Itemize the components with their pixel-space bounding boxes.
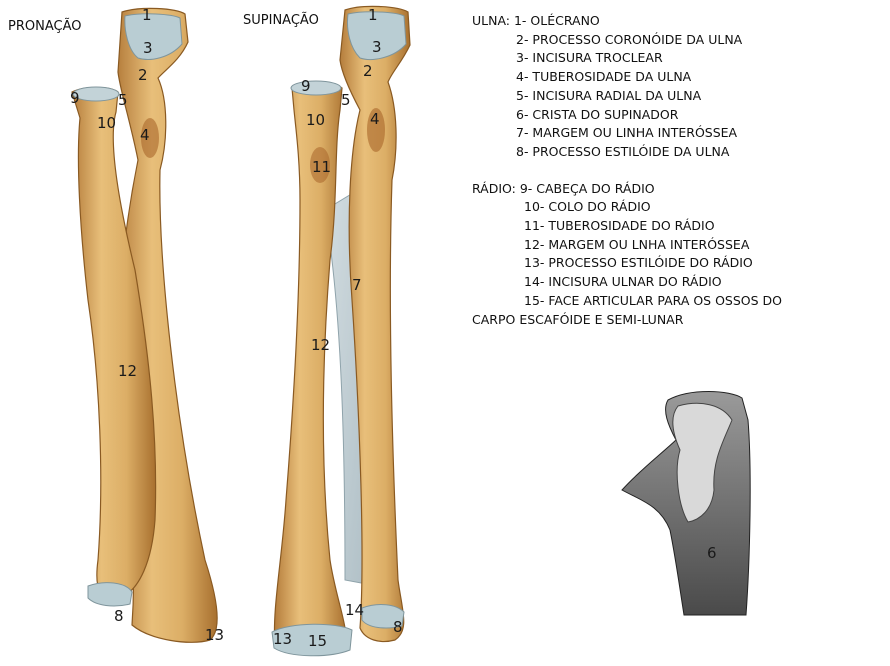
- radius-supination: [273, 82, 347, 655]
- carpal-articular-face-supination: [271, 623, 353, 657]
- label-13-supination: 13: [273, 630, 292, 648]
- legend-radius-item: 13- PROCESSO ESTILÓIDE DO RÁDIO: [524, 255, 753, 271]
- radial-tuberosity-supination: [310, 147, 330, 183]
- legend-ulna-item: 2- PROCESSO CORONÓIDE DA ULNA: [516, 31, 743, 47]
- trochlear-notch-pronation: [124, 13, 183, 60]
- label-1-pronation: 1: [142, 6, 152, 24]
- label-4-supination: 4: [370, 110, 380, 128]
- ulnar-styloid-cap-pronation: [87, 582, 133, 607]
- radial-head-pronation: [72, 86, 120, 102]
- label-8-supination: 8: [393, 618, 403, 636]
- legend-ulna-item: 5- INCISURA RADIAL DA ULNA: [516, 87, 702, 103]
- legend-radius-tail: CARPO ESCAFÓIDE E SEMI-LUNAR: [472, 311, 684, 327]
- supinator-crest-detail: [621, 391, 751, 616]
- trochlear-notch-detail: [672, 402, 733, 523]
- pronation-title: PRONAÇÃO: [8, 18, 81, 34]
- label-9-supination: 9: [301, 77, 311, 95]
- legend-spacer: [472, 162, 882, 180]
- supination-title: SUPINAÇÃO: [243, 12, 319, 28]
- label-2-supination: 2: [363, 62, 373, 80]
- label-5-supination: 5: [341, 91, 351, 109]
- legend-radius-head: RÁDIO: 9- CABEÇA DO RÁDIO: [472, 180, 655, 196]
- label-2-pronation: 2: [138, 66, 148, 84]
- trochlear-notch-supination: [347, 11, 407, 60]
- legend-radius-item: 14- INCISURA ULNAR DO RÁDIO: [524, 274, 722, 290]
- legend-ulna-item: 7- MARGEM OU LINHA INTERÓSSEA: [516, 125, 738, 141]
- ulnar-tuberosity-supination: [367, 108, 385, 152]
- legend-ulna-item: 3- INCISURA TROCLEAR: [516, 50, 663, 66]
- label-11-supination: 11: [312, 158, 331, 176]
- ulnar-tuberosity-pronation: [141, 118, 159, 158]
- label-8-pronation: 8: [114, 607, 124, 625]
- legend-ulna-item: 6- CRISTA DO SUPINADOR: [516, 106, 679, 122]
- legend-ulna-head: ULNA: 1- OLÉCRANO: [472, 13, 600, 28]
- label-5-pronation: 5: [118, 91, 128, 109]
- label-14-supination: 14: [345, 601, 364, 619]
- pronation-figure: [71, 7, 218, 643]
- legend-ulna-item: 4- TUBEROSIDADE DA ULNA: [516, 69, 692, 85]
- label-12-supination: 12: [311, 336, 330, 354]
- radius-pronation: [71, 86, 157, 600]
- label-1-supination: 1: [368, 6, 378, 24]
- legend-radius-item: 15- FACE ARTICULAR PARA OS OSSOS DO: [524, 292, 783, 308]
- radial-head-supination: [290, 80, 342, 96]
- label-13-pronation: 13: [205, 626, 224, 644]
- label-6-detail: 6: [707, 544, 717, 562]
- ulnar-styloid-cap-supination: [361, 604, 405, 629]
- label-10-pronation: 10: [97, 114, 116, 132]
- legend: ULNA: 1- OLÉCRANO 2- PROCESSO CORONÓIDE …: [472, 12, 882, 329]
- legend-radius-item: 10- COLO DO RÁDIO: [524, 199, 651, 215]
- supination-figure: [271, 5, 411, 657]
- label-15-supination: 15: [308, 632, 327, 650]
- label-3-pronation: 3: [143, 39, 153, 57]
- legend-radius-item: 12- MARGEM OU LNHA INTERÓSSEA: [524, 236, 750, 252]
- label-7-supination: 7: [352, 276, 362, 294]
- legend-ulna-item: 8- PROCESSO ESTILÓIDE DA ULNA: [516, 143, 730, 159]
- label-10-supination: 10: [306, 111, 325, 129]
- label-3-supination: 3: [372, 38, 382, 56]
- legend-radius-item: 11- TUBEROSIDADE DO RÁDIO: [524, 218, 715, 234]
- label-9-pronation: 9: [70, 89, 80, 107]
- label-12-pronation: 12: [118, 362, 137, 380]
- label-4-pronation: 4: [140, 126, 150, 144]
